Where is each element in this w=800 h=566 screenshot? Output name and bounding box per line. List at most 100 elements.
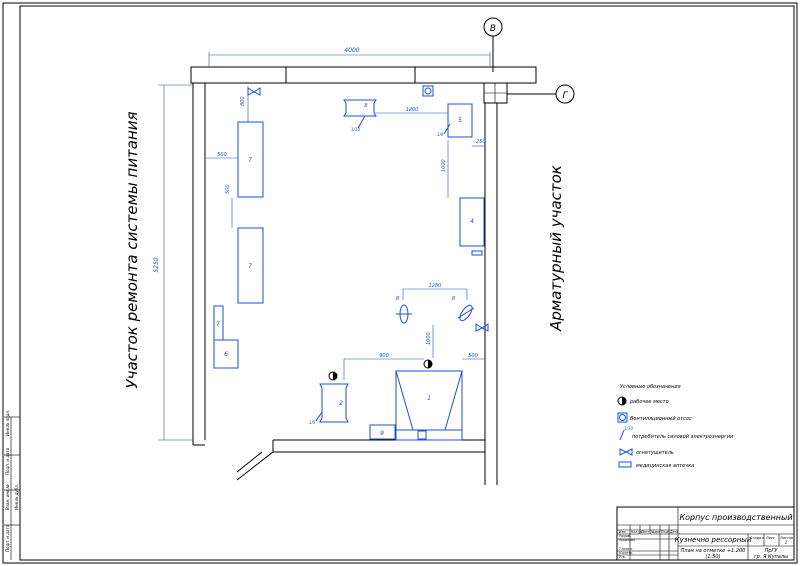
first-aid-box [471,250,483,256]
equipment-7-b: 7 [237,227,264,304]
svg-text:Листов: Листов [779,536,793,540]
svg-text:1/30: 1/30 [624,426,633,431]
equipment-9: 9 [369,424,396,440]
stamp-5: Подп. и дата [5,524,10,552]
svg-text:900: 900 [379,353,389,359]
svg-text:(1:50): (1:50) [705,554,720,560]
ventilation-icon [422,85,434,97]
svg-text:Разраб.: Разраб. [619,534,632,538]
workplace-icon [328,371,338,381]
dimension-left-total: 5250 [153,84,193,441]
dimension-top-total: 4000 [208,47,491,67]
equipment-5: 5 [447,103,473,138]
svg-text:Стадия: Стадия [750,536,763,540]
svg-text:1200: 1200 [406,107,419,113]
title-shop: Кузнечно рессорный [675,536,752,544]
workplace-icon [423,359,433,369]
svg-text:Изм: Изм [619,530,626,534]
inner-frame [19,5,795,561]
dimension-250: 250 [472,139,486,147]
equipment-7-a: 7 [237,121,264,198]
svg-text:Вентиляционный отсос: Вентиляционный отсос [630,416,692,422]
title-block: Изм Кол.уч Лист №док Подп. Дата Разраб. … [616,506,795,561]
fire-extinguisher-icon [475,323,489,332]
svg-text:8: 8 [452,296,455,302]
svg-text:1: 1 [785,540,788,545]
svg-text:Н.контр.: Н.контр. [619,551,633,555]
dimension-500c: 500 [462,353,485,360]
dimension-500a: 500 [206,152,238,159]
svg-text:500: 500 [225,184,231,194]
fire-extinguisher-icon [619,448,633,456]
svg-text:500: 500 [217,152,227,158]
svg-text:Подп.: Подп. [661,530,671,534]
dimension-1200: 1200 [375,107,448,114]
svg-text:2: 2 [339,400,343,407]
dimension-800: 800 [240,86,249,122]
dimension-1000b: 1000 [426,325,434,358]
svg-text:Кол.уч: Кол.уч [631,530,642,534]
svg-text:500: 500 [468,353,478,359]
equipment-4: 4 [459,197,485,256]
svg-text:6: 6 [224,351,228,358]
svg-text:1280: 1280 [429,283,442,289]
section-right-label: Арматурный участок [547,165,565,332]
dimension-900: 900 [343,353,424,380]
dimension-1280: 1280 [402,283,468,300]
legend-title: Условные обозначения [620,384,681,390]
svg-text:1/5: 1/5 [309,420,316,425]
svg-text:ПрГУ: ПрГУ [765,548,779,554]
first-aid-icon [618,461,632,468]
svg-text:1000: 1000 [426,332,432,345]
svg-text:Проверил: Проверил [619,538,635,542]
svg-text:Лист: Лист [640,530,649,534]
section-left-label: Участок ремонта системы питания [123,111,141,388]
svg-text:1000: 1000 [441,159,447,172]
svg-text:Т.контр.: Т.контр. [619,547,633,551]
dim-4000: 4000 [344,47,359,54]
ventilation-icon [617,412,628,423]
svg-text:Лист: Лист [765,536,776,540]
equipment-2: 2 [319,383,349,423]
svg-text:5: 5 [458,117,462,124]
svg-text:Дата: Дата [669,530,678,534]
equipment-8-right: 8 [452,296,475,322]
svg-text:250: 250 [476,139,486,145]
walls [190,66,537,485]
stamp-3: Взам. инв.№ [5,484,10,510]
svg-text:рабочее место: рабочее место [629,399,669,405]
svg-text:1: 1 [427,395,431,402]
equipment-7-c: 7 [213,305,224,341]
axis-g: Г [507,84,575,104]
svg-text:гр. Я Купалы: гр. Я Купалы [754,554,788,560]
side-stamp: Инв.№ подл. Подп. и дата Взам. инв.№ Инв… [4,410,20,560]
power-consumer-icon: 1/10 [351,115,366,132]
svg-text:8: 8 [396,296,399,302]
svg-text:№док: №док [650,530,660,534]
svg-text:7: 7 [248,263,252,270]
equipment-8-left: 8 [396,296,412,324]
svg-text:4: 4 [470,218,474,225]
dimension-500b: 500 [225,184,233,228]
power-consumer-icon: 1/6 [437,123,451,137]
equipment-6: 6 [213,339,239,369]
stamp-2: Подп. и дата [5,447,10,475]
svg-text:7: 7 [216,321,220,328]
svg-text:7: 7 [248,157,252,164]
stamp-4: Инв.№ дубл. [14,484,19,510]
svg-text:медицинская аптечка: медицинская аптечка [636,463,694,469]
dimension-1000: 1000 [441,140,449,198]
legend: Условные обозначения рабочее место Венти… [617,384,734,469]
equipment-8-top: 8 [343,99,377,117]
fire-extinguisher-icon [247,87,261,96]
title-building: Корпус производственный [679,513,792,522]
workplace-icon [617,396,627,406]
equipment-1: 1 [395,370,463,441]
power-consumer-icon: 1/5 [309,411,323,425]
axis-v: В [483,17,503,72]
stamp-1: Инв.№ подл. [5,410,10,436]
svg-text:потребитель силовой электроэне: потребитель силовой электроэнергии [632,434,734,440]
svg-text:Утв.: Утв. [619,555,626,559]
